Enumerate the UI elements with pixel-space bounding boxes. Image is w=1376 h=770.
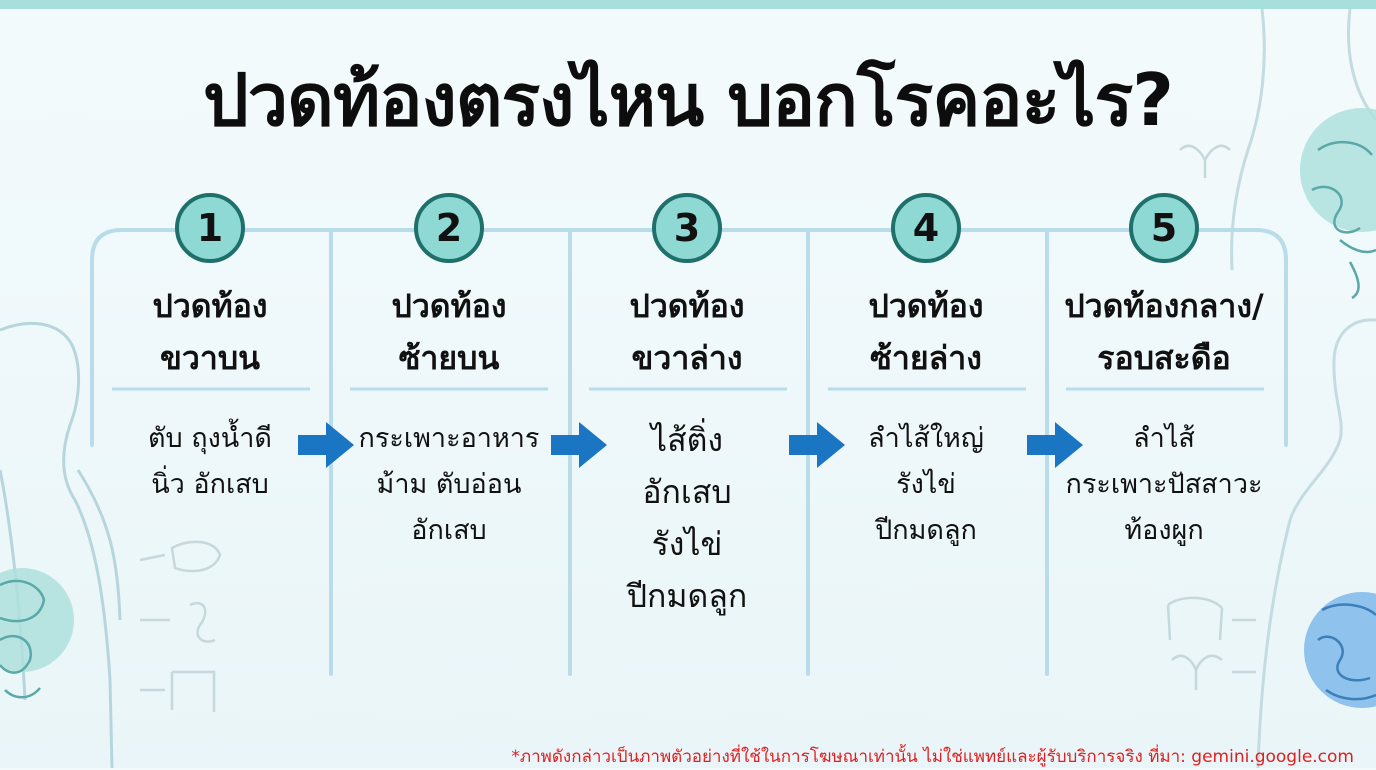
- step-number-3: 3: [652, 193, 722, 263]
- column-heading-4: ปวดท้อง ซ้ายล่าง: [816, 280, 1036, 384]
- page-title: ปวดท้องตรงไหน บอกโรคอะไร?: [203, 58, 1174, 142]
- top-accent-bar: [0, 0, 1376, 9]
- disease-item: ลำไส้ใหญ่: [868, 423, 984, 454]
- step-number-4: 4: [891, 193, 961, 263]
- disease-item: นิ่ว อักเสบ: [151, 469, 269, 500]
- arrow-right-icon: [1027, 422, 1083, 468]
- heading-line: ซ้ายล่าง: [870, 339, 982, 377]
- disease-item: ท้องผูก: [1124, 515, 1204, 546]
- disease-item: กระเพาะปัสสาวะ: [1065, 469, 1263, 500]
- column-diseases-4: ลำไส้ใหญ่ รังไข่ ปีกมดลูก: [808, 416, 1044, 554]
- disease-item: ไส้ติ่ง: [650, 421, 724, 459]
- disease-item: ปีกมดลูก: [875, 515, 977, 546]
- step-number-1: 1: [175, 193, 245, 263]
- column-heading-3: ปวดท้อง ขวาล่าง: [577, 280, 797, 384]
- arrow-right-icon: [551, 422, 607, 468]
- column-diseases-3: ไส้ติ่ง อักเสบ รังไข่ ปีกมดลูก: [569, 414, 805, 622]
- column-diseases-1: ตับ ถุงน้ำดี นิ่ว อักเสบ: [92, 416, 328, 508]
- heading-line: ปวดท้อง: [868, 287, 984, 325]
- disease-item: ตับ ถุงน้ำดี: [148, 423, 272, 454]
- step-number-5: 5: [1129, 193, 1199, 263]
- disease-item: ลำไส้: [1133, 423, 1195, 454]
- heading-line: ปวดท้อง: [152, 287, 268, 325]
- column-heading-1: ปวดท้อง ขวาบน: [100, 280, 320, 384]
- arrow-right-icon: [789, 422, 845, 468]
- disease-item: ม้าม ตับอ่อน: [376, 469, 522, 500]
- heading-line: ขวาบน: [160, 339, 260, 377]
- organ-highlight-right-bottom: [1304, 592, 1376, 708]
- heading-line: ปวดท้องกลาง/: [1064, 287, 1264, 325]
- step-number-2: 2: [414, 193, 484, 263]
- disease-item: รังไข่: [896, 469, 956, 500]
- disease-item: กระเพาะอาหาร: [358, 423, 540, 454]
- heading-line: ขวาล่าง: [631, 339, 743, 377]
- heading-line: ปวดท้อง: [391, 287, 507, 325]
- disease-item: ปีกมดลูก: [626, 577, 748, 615]
- column-heading-5: ปวดท้องกลาง/ รอบสะดือ: [1054, 280, 1274, 384]
- heading-line: รอบสะดือ: [1097, 339, 1231, 377]
- heading-line: ซ้ายบน: [398, 339, 500, 377]
- heading-line: ปวดท้อง: [629, 287, 745, 325]
- column-diseases-5: ลำไส้ กระเพาะปัสสาวะ ท้องผูก: [1046, 416, 1282, 554]
- disclaimer-footnote: *ภาพดังกล่าวเป็นภาพตัวอย่างที่ใช้ในการโฆ…: [511, 747, 1354, 767]
- column-diseases-2: กระเพาะอาหาร ม้าม ตับอ่อน อักเสบ: [331, 416, 567, 554]
- disease-item: รังไข่: [651, 525, 723, 563]
- disease-item: อักเสบ: [642, 473, 732, 511]
- arrow-right-icon: [298, 422, 354, 468]
- disease-item: อักเสบ: [411, 515, 487, 546]
- organ-highlight-left: [0, 568, 74, 672]
- column-heading-2: ปวดท้อง ซ้ายบน: [339, 280, 559, 384]
